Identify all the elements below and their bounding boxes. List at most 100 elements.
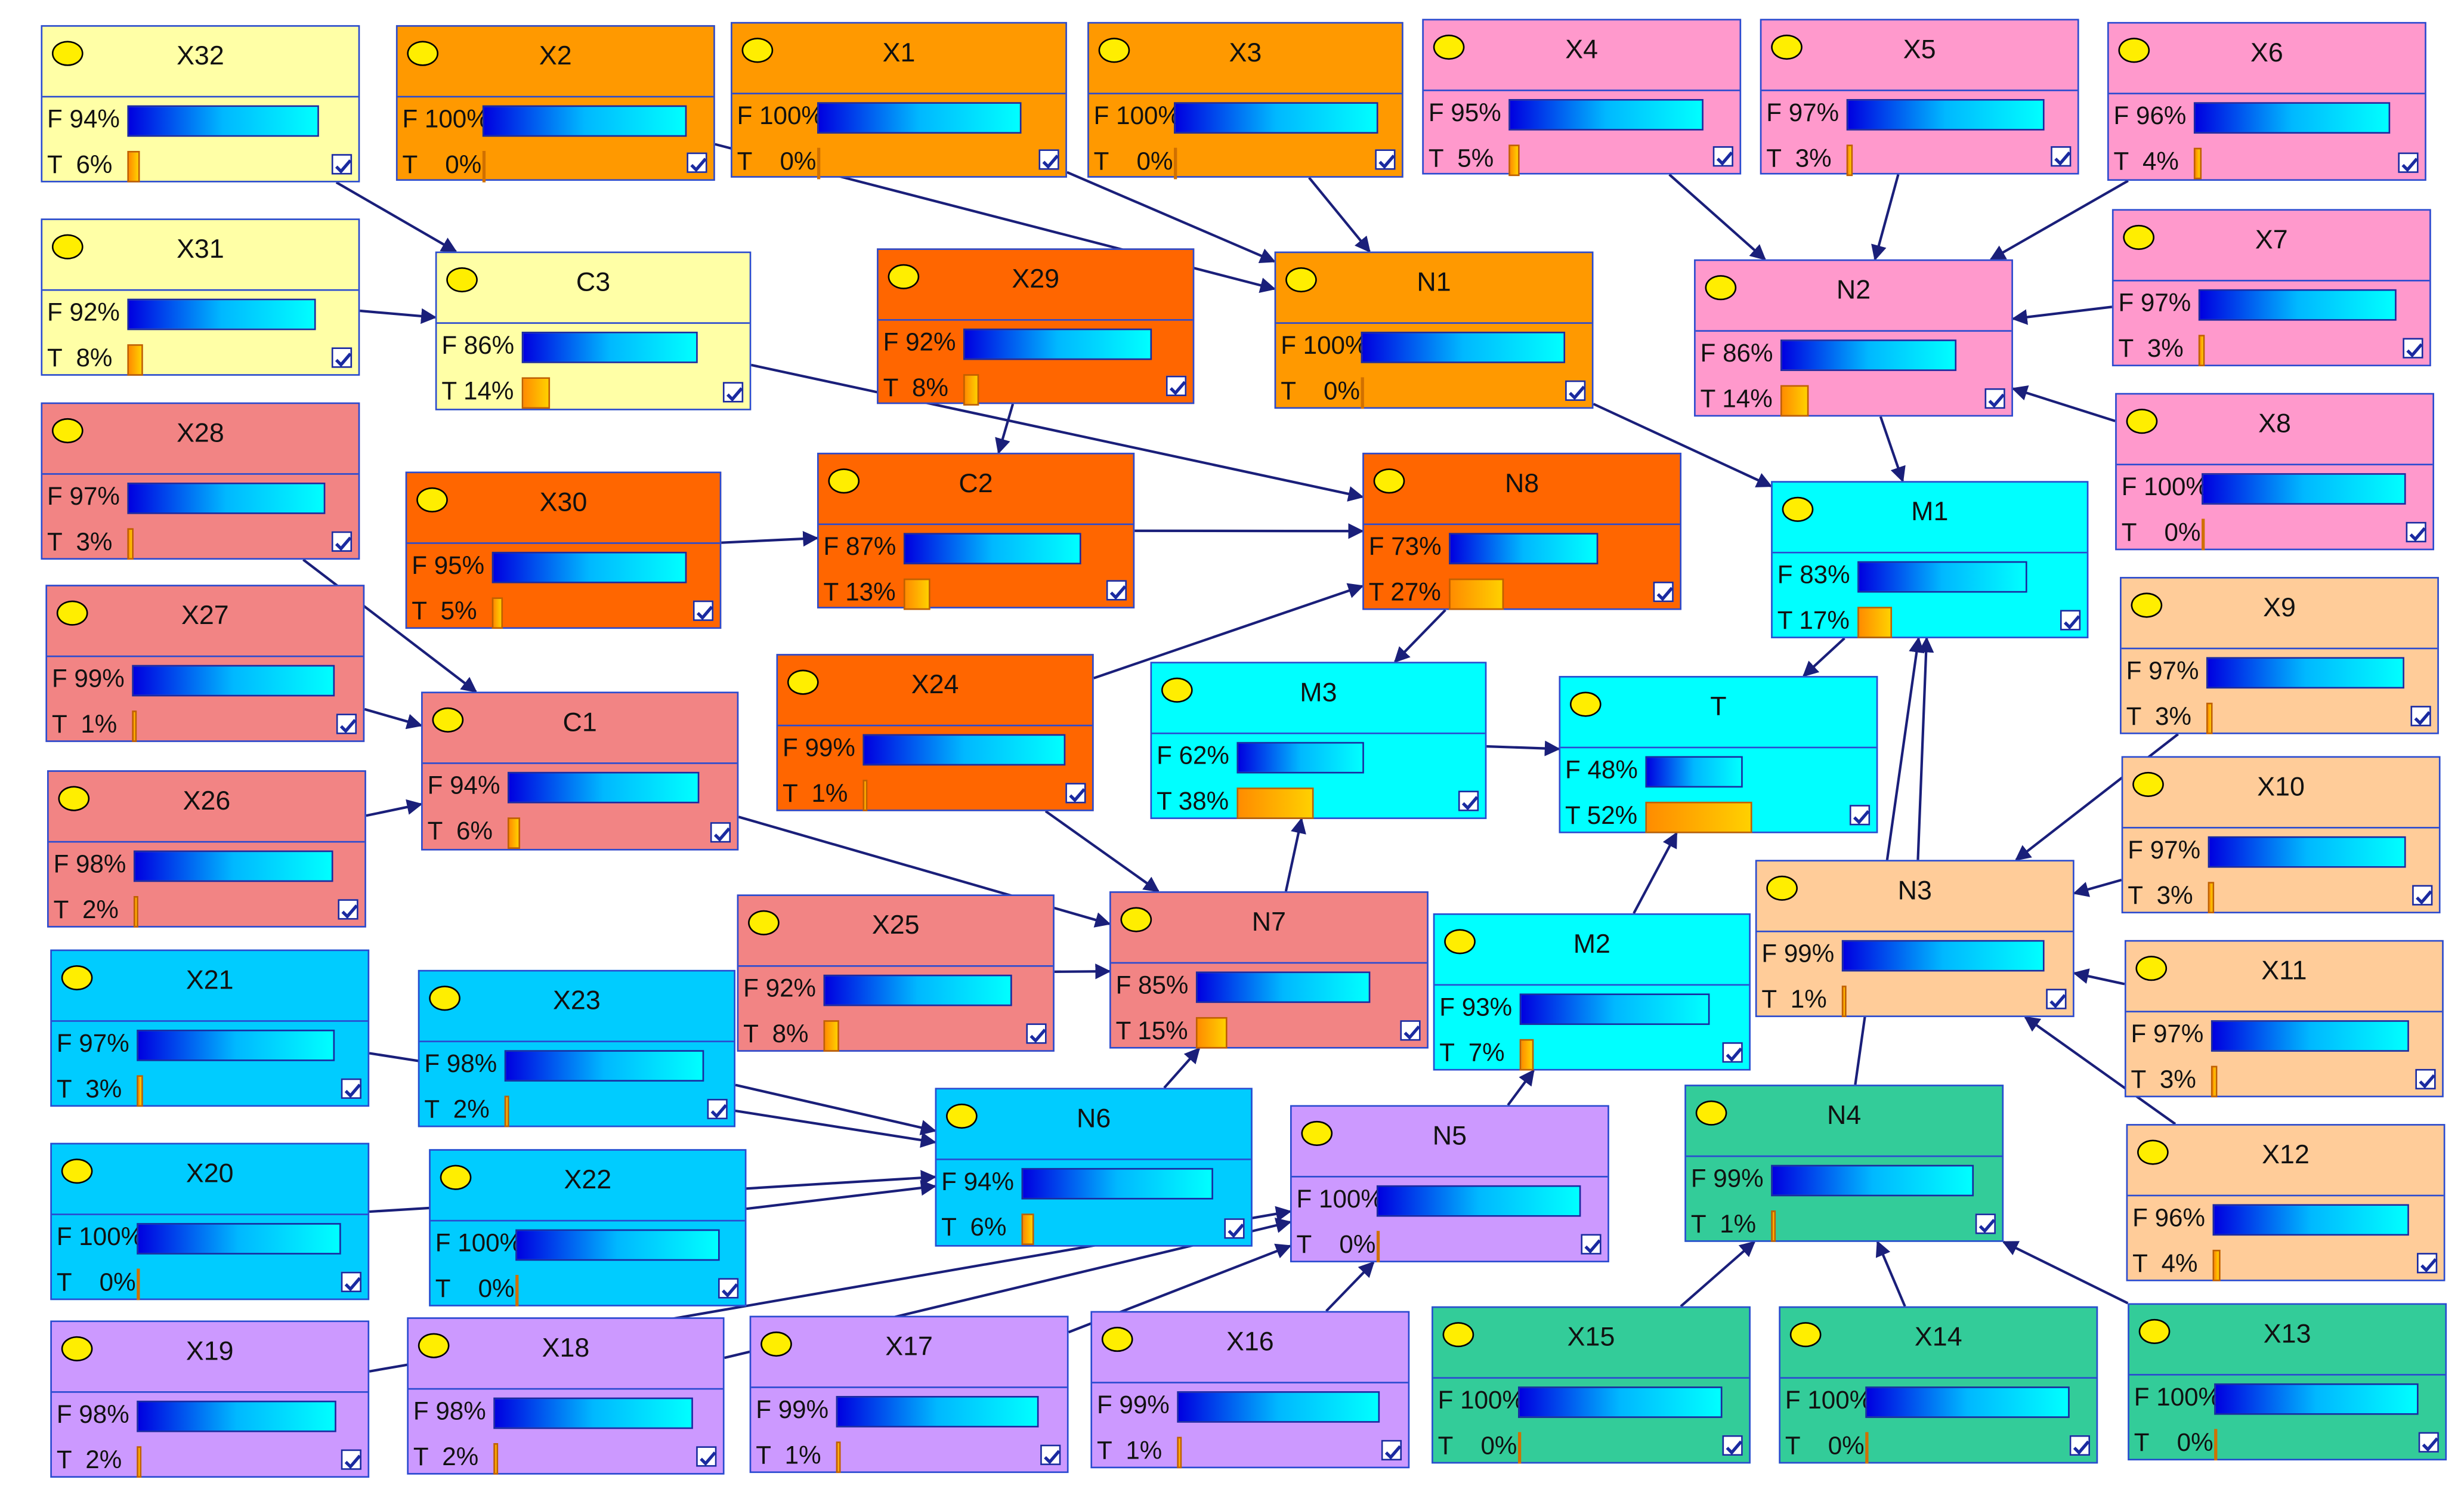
state-oval-icon[interactable] xyxy=(1285,267,1317,293)
state-oval-icon[interactable] xyxy=(946,1103,978,1129)
state-oval-icon[interactable] xyxy=(748,910,780,935)
node-checkbox[interactable] xyxy=(1653,581,1674,603)
node-checkbox[interactable] xyxy=(1106,580,1127,601)
state-oval-icon[interactable] xyxy=(1433,34,1465,60)
state-oval-icon[interactable] xyxy=(58,786,90,811)
node-checkbox[interactable] xyxy=(1722,1435,1743,1456)
node-checkbox[interactable] xyxy=(2403,338,2423,359)
node-checkbox[interactable] xyxy=(1400,1020,1421,1041)
state-oval-icon[interactable] xyxy=(2123,224,2155,250)
state-oval-icon[interactable] xyxy=(1373,468,1405,494)
state-oval-icon[interactable] xyxy=(1120,907,1152,932)
node-checkbox[interactable] xyxy=(2398,152,2419,173)
node-checkbox[interactable] xyxy=(1849,805,1871,826)
state-oval-icon[interactable] xyxy=(61,1336,93,1361)
state-oval-icon[interactable] xyxy=(1301,1120,1333,1146)
state-oval-icon[interactable] xyxy=(787,669,819,695)
state-oval-icon[interactable] xyxy=(2118,38,2150,63)
state-oval-icon[interactable] xyxy=(1161,677,1193,703)
node-checkbox[interactable] xyxy=(1381,1440,1402,1461)
node-checkbox[interactable] xyxy=(338,899,358,920)
state-oval-icon[interactable] xyxy=(888,264,920,289)
node-checkbox[interactable] xyxy=(2046,989,2067,1009)
state-oval-icon[interactable] xyxy=(1101,1327,1133,1352)
state-oval-icon[interactable] xyxy=(61,965,93,991)
node-checkbox[interactable] xyxy=(331,154,353,175)
state-oval-icon[interactable] xyxy=(432,707,464,733)
state-oval-icon[interactable] xyxy=(416,487,448,513)
state-oval-icon[interactable] xyxy=(1695,1100,1727,1126)
node-checkbox[interactable] xyxy=(2406,521,2426,543)
node-checkbox[interactable] xyxy=(707,1098,728,1120)
node-checkbox[interactable] xyxy=(710,822,731,843)
node-checkbox[interactable] xyxy=(1975,1213,1996,1234)
state-oval-icon[interactable] xyxy=(407,41,439,66)
node-checkbox[interactable] xyxy=(2412,885,2433,906)
state-oval-icon[interactable] xyxy=(741,38,774,63)
node-checkbox[interactable] xyxy=(2410,706,2431,727)
state-oval-icon[interactable] xyxy=(828,468,860,494)
node-checkbox[interactable] xyxy=(2051,146,2072,167)
node-checkbox[interactable] xyxy=(687,152,707,173)
node-checkbox[interactable] xyxy=(1224,1218,1245,1239)
node-checkbox[interactable] xyxy=(331,347,353,368)
node-checkbox[interactable] xyxy=(341,1449,361,1470)
state-oval-icon[interactable] xyxy=(61,1159,93,1184)
state-oval-icon[interactable] xyxy=(1569,691,1602,717)
node-checkbox[interactable] xyxy=(1984,388,2005,409)
node-checkbox[interactable] xyxy=(692,600,714,621)
state-oval-icon[interactable] xyxy=(1705,275,1737,301)
state-oval-icon[interactable] xyxy=(2137,1139,2169,1165)
node-checkbox[interactable] xyxy=(2415,1068,2436,1090)
state-oval-icon[interactable] xyxy=(440,1165,472,1190)
state-oval-icon[interactable] xyxy=(1442,1322,1474,1348)
node-checkbox[interactable] xyxy=(341,1078,361,1099)
node-checkbox[interactable] xyxy=(1040,1444,1061,1465)
node-checkbox[interactable] xyxy=(341,1271,361,1293)
node-checkbox[interactable] xyxy=(1565,380,1586,401)
state-oval-icon[interactable] xyxy=(1444,929,1476,955)
state-oval-icon[interactable] xyxy=(2131,592,2163,618)
state-oval-icon[interactable] xyxy=(51,418,84,444)
node-checkbox[interactable] xyxy=(1165,375,1187,397)
state-oval-icon[interactable] xyxy=(56,600,88,626)
state-oval-icon[interactable] xyxy=(1782,496,1814,522)
node-checkbox[interactable] xyxy=(331,531,353,552)
